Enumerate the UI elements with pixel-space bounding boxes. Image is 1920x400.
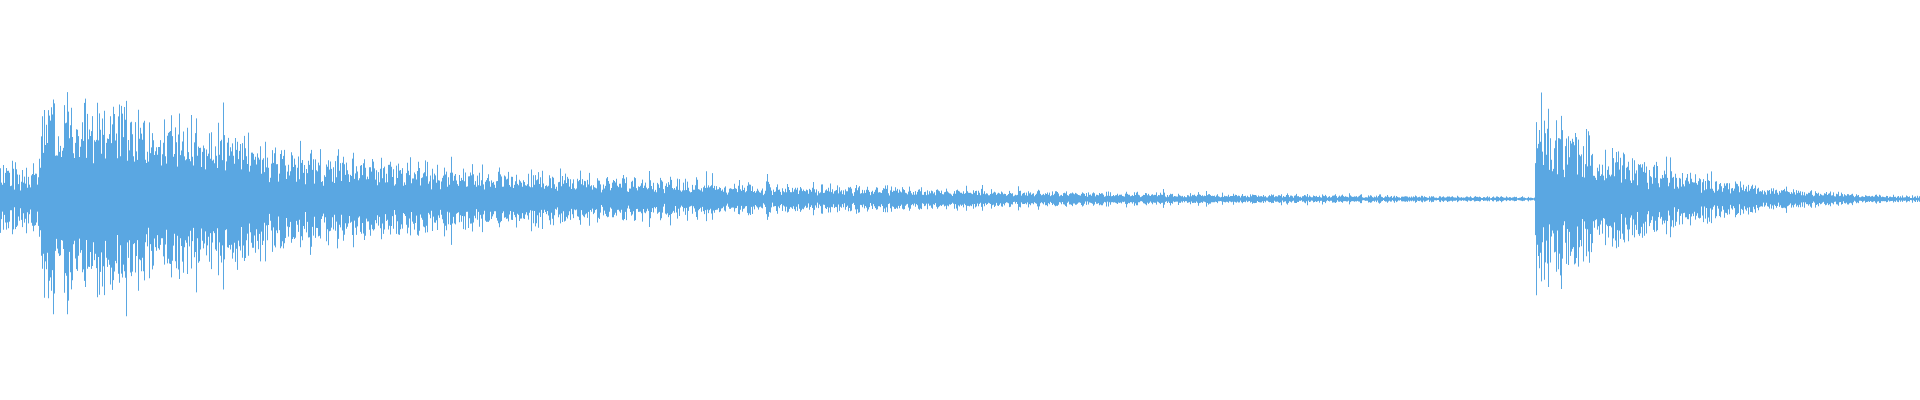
- waveform-path: [0, 92, 1920, 317]
- waveform-bars: [0, 92, 1920, 317]
